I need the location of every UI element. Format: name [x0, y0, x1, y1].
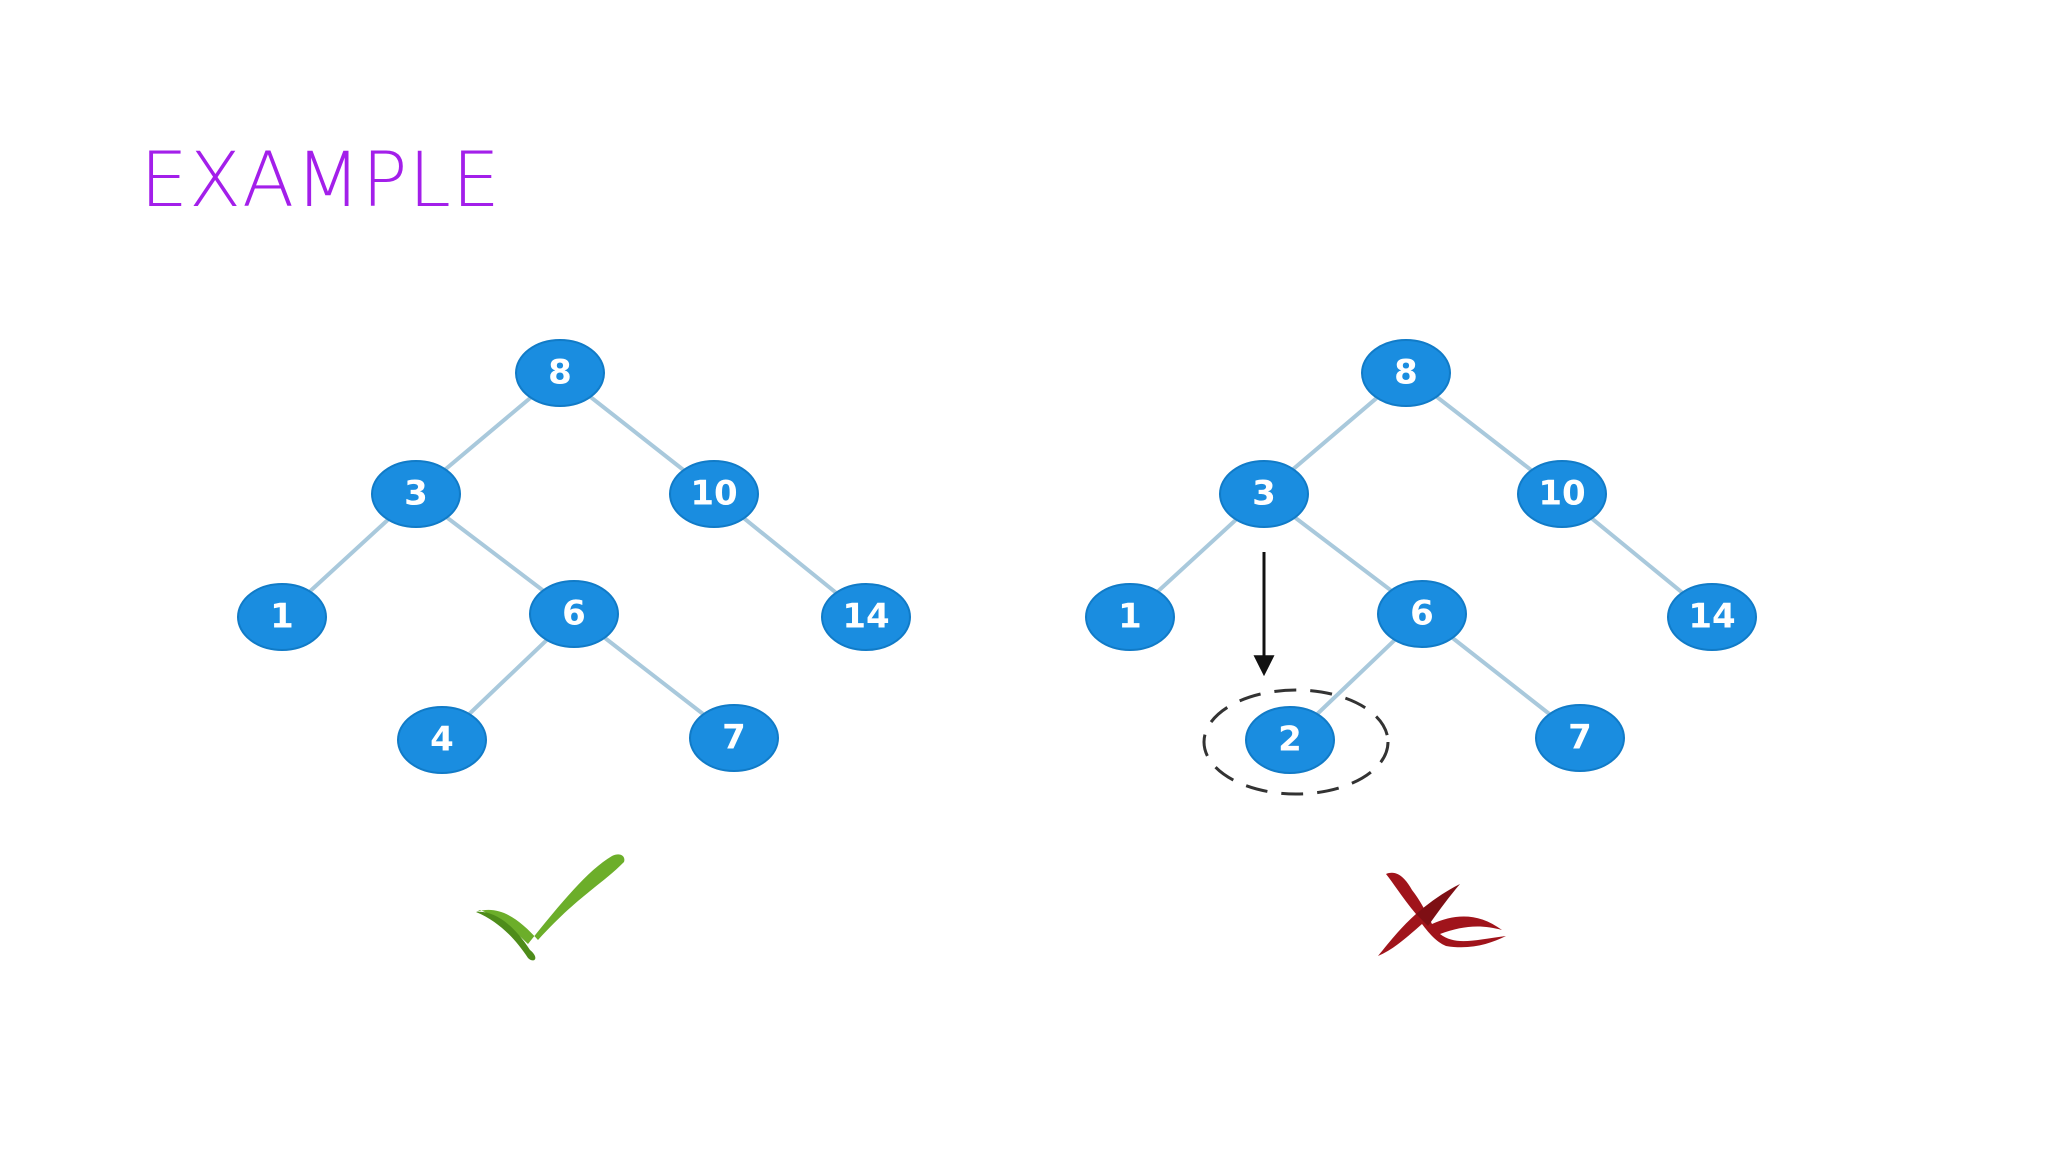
- tree-node-label: 2: [1278, 720, 1302, 760]
- tree-node-circle: [1245, 706, 1335, 774]
- tree-node-circle: [1667, 583, 1757, 651]
- tree-node-circle: [1361, 339, 1451, 407]
- slide-title: EXAMPLE: [140, 135, 501, 224]
- tree-node-circle: [397, 706, 487, 774]
- tree-node: 10: [669, 460, 759, 528]
- tree-node-circle: [237, 583, 327, 651]
- tree-node: 6: [1377, 580, 1467, 648]
- checkmark-icon-shade: [476, 911, 536, 961]
- tree-node-label: 8: [1394, 353, 1418, 393]
- tree-node: 14: [1667, 583, 1757, 651]
- tree-node-circle: [529, 580, 619, 648]
- tree-node-label: 7: [722, 718, 746, 758]
- valid-tree: 8 3 10 1 6 14 4 7: [237, 339, 911, 774]
- tree-node-circle: [1535, 704, 1625, 772]
- tree-node: 14: [821, 583, 911, 651]
- tree-node-circle: [1377, 580, 1467, 648]
- tree-node-label: 1: [1118, 597, 1142, 637]
- tree-node: 3: [371, 460, 461, 528]
- tree-node-circle: [669, 460, 759, 528]
- tree-node-label: 1: [270, 597, 294, 637]
- violation-annotation: [1202, 552, 1390, 796]
- tree-node-circle: [371, 460, 461, 528]
- tree-node: 6: [529, 580, 619, 648]
- tree-node: 7: [689, 704, 779, 772]
- tree-node-label: 14: [842, 597, 889, 637]
- tree-node-label: 8: [548, 353, 572, 393]
- tree-node-label: 14: [1688, 597, 1735, 637]
- tree-node-circle: [689, 704, 779, 772]
- tree-node: 4: [397, 706, 487, 774]
- tree-node: 8: [1361, 339, 1451, 407]
- tree-node-label: 3: [1252, 474, 1276, 514]
- tree-node-circle: [1517, 460, 1607, 528]
- invalid-tree: 8 3 10 1 6 14 2 7: [1085, 339, 1757, 774]
- tree-node-label: 7: [1568, 718, 1592, 758]
- cross-icon: [1378, 872, 1506, 956]
- tree-node-label: 10: [690, 474, 737, 514]
- tree-node: 7: [1535, 704, 1625, 772]
- tree-node-label: 6: [562, 594, 586, 634]
- tree-node-circle: [1085, 583, 1175, 651]
- tree-node: 1: [1085, 583, 1175, 651]
- tree-node-circle: [515, 339, 605, 407]
- tree-node: 10: [1517, 460, 1607, 528]
- tree-node-circle: [821, 583, 911, 651]
- highlight-ring: [1202, 688, 1390, 796]
- checkmark-icon: [476, 854, 625, 944]
- tree-node: 1: [237, 583, 327, 651]
- tree-node-label: 4: [430, 720, 454, 760]
- tree-node-label: 6: [1410, 594, 1434, 634]
- tree-node-label: 10: [1538, 474, 1585, 514]
- tree-node: 8: [515, 339, 605, 407]
- tree-node-label: 3: [404, 474, 428, 514]
- tree-node-circle: [1219, 460, 1309, 528]
- tree-node: 2: [1245, 706, 1335, 774]
- tree-node: 3: [1219, 460, 1309, 528]
